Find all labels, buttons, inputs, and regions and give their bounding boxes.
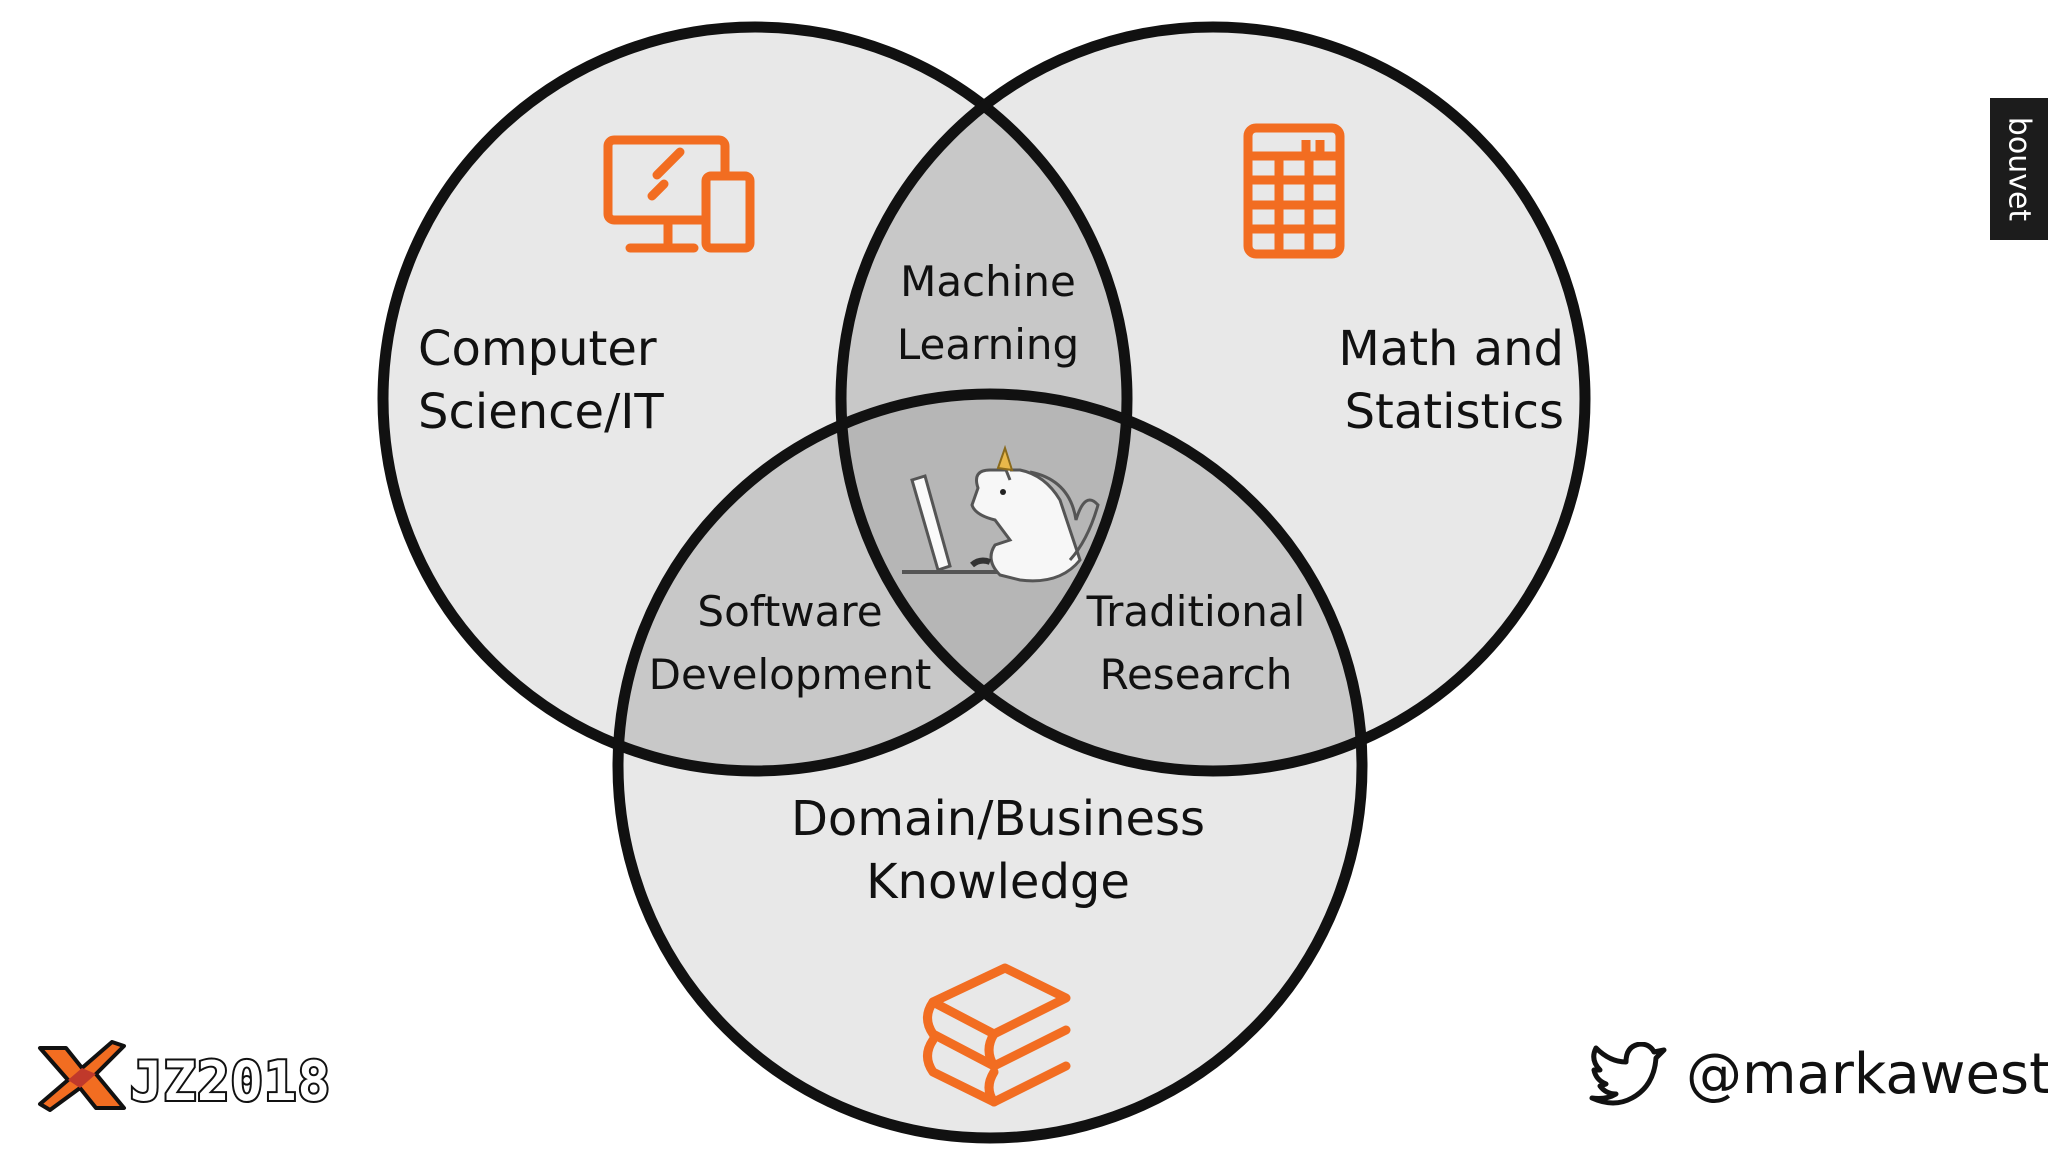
machine-learning-label: Machine Learning — [868, 250, 1108, 376]
devices-icon — [603, 135, 755, 253]
math-statistics-label: Math and Statistics — [1338, 318, 1564, 445]
bouvet-logo: bouvet — [1990, 98, 2048, 240]
event-name: JZ2018 — [128, 1048, 332, 1115]
ml-line1: Machine — [900, 257, 1076, 306]
math-line2: Statistics — [1344, 384, 1564, 441]
computer-science-label: Computer Science/IT — [418, 318, 664, 445]
cs-line1: Computer — [418, 321, 657, 377]
ml-line2: Learning — [896, 320, 1080, 369]
bouvet-text: bouvet — [2001, 116, 2037, 222]
math-line1: Math and — [1338, 321, 1564, 377]
sd-line2: Development — [648, 650, 932, 699]
cs-line2: Science/IT — [418, 384, 664, 441]
software-development-label: Software Development — [640, 580, 940, 706]
domain-line2: Knowledge — [866, 854, 1130, 911]
tr-line1: Traditional — [1086, 587, 1306, 636]
javazone-logo-icon — [38, 1040, 126, 1112]
twitter-icon — [1589, 1042, 1667, 1106]
tr-line2: Research — [1099, 650, 1293, 699]
calculator-icon — [1243, 123, 1345, 259]
twitter-handle[interactable]: @markawest — [1686, 1042, 2048, 1107]
domain-business-label: Domain/Business Knowledge — [748, 788, 1248, 915]
domain-line1: Domain/Business — [790, 791, 1206, 847]
books-icon — [923, 963, 1071, 1107]
unicorn-at-computer-icon — [902, 444, 1100, 583]
sd-line1: Software — [697, 587, 883, 636]
traditional-research-label: Traditional Research — [1066, 580, 1326, 706]
